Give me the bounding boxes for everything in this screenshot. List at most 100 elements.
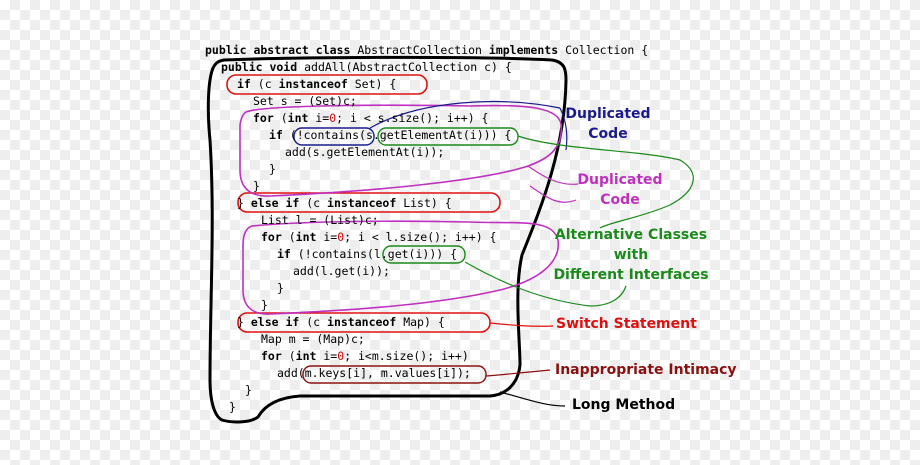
duplicated-code-label-1-line1: Duplicated: [565, 106, 651, 122]
code-text: (c: [257, 77, 279, 91]
code-line: for (int i=0; i < s.size(); i++) {: [253, 111, 488, 125]
code-text: add(m.keys[i], m.values[i]);: [277, 366, 471, 380]
code-text: }: [237, 315, 251, 329]
duplicated-code-label-1: Duplicated Code: [560, 104, 656, 144]
code-line: }: [229, 400, 236, 414]
code-text: i=: [315, 111, 330, 125]
code-keyword: int: [295, 349, 324, 363]
code-number: 0: [337, 349, 345, 363]
long-method-connector: [499, 391, 566, 407]
code-keyword: for: [261, 349, 289, 363]
code-text: Set s = (Set)c;: [253, 94, 357, 108]
code-text: ; i<m.size(); i++): [344, 349, 469, 363]
code-line: if (!contains(s.getElementAt(i))) {: [269, 128, 511, 142]
code-text: ; i < s.size(); i++) {: [336, 111, 489, 125]
code-text: addAll(AbstractCollection c) {: [304, 60, 512, 74]
code-text: Map m = (Map)c;: [261, 332, 365, 346]
code-line: add(s.getElementAt(i));: [285, 145, 444, 159]
alternative-classes-line2: with: [613, 247, 649, 263]
code-text: List) {: [403, 196, 452, 210]
duplicated-code-label-2-line2: Code: [600, 192, 640, 208]
intimacy-oval: [302, 365, 487, 384]
code-line: if (!contains(l.get(i))) {: [277, 247, 457, 261]
code-keyword: else if: [250, 196, 307, 210]
code-keyword: if: [269, 128, 290, 142]
code-line: Map m = (Map)c;: [261, 332, 365, 346]
long-method-label: Long Method: [572, 397, 676, 413]
code-text: AbstractCollection: [357, 43, 489, 57]
code-keyword: else if: [250, 315, 307, 329]
code-line: Set s = (Set)c;: [253, 94, 357, 108]
code-line: }: [269, 162, 276, 176]
code-line: add(m.keys[i], m.values[i]);: [277, 366, 471, 380]
code-text: (!contains(s.getElementAt(i))) {: [289, 128, 512, 142]
code-keyword: instanceof: [327, 196, 404, 210]
code-keyword: public abstract class: [205, 43, 358, 57]
code-line: if (c instanceof Set) {: [237, 77, 396, 91]
code-text: }: [245, 383, 252, 397]
code-line: List l = (List)c;: [261, 213, 379, 227]
code-keyword: int: [295, 230, 324, 244]
long-method-outline: [206, 55, 568, 424]
duplicated-connector-a: [527, 165, 579, 185]
code-keyword: if: [277, 247, 298, 261]
code-line: for (int i=0; i < l.size(); i++) {: [261, 230, 496, 244]
code-text: (: [280, 111, 288, 125]
switch-oval-map: [237, 312, 491, 333]
code-line: }: [253, 179, 260, 193]
code-line: public abstract class AbstractCollection…: [205, 43, 648, 57]
code-text: List l = (List)c;: [261, 213, 379, 227]
alternative-classes-line1: Alternative Classes: [554, 227, 708, 243]
code-text: (!contains(l.get(i))) {: [297, 247, 458, 261]
contains-oval: [293, 127, 375, 146]
code-number: 0: [329, 111, 337, 125]
code-line: }: [277, 281, 284, 295]
duplicated-code-label-2: Duplicated Code: [570, 170, 670, 210]
code-keyword: for: [253, 111, 281, 125]
code-text: }: [229, 400, 236, 414]
code-text: (: [288, 349, 296, 363]
code-line: for (int i=0; i<m.size(); i++): [261, 349, 469, 363]
alternative-classes-label: Alternative Classes with Different Inter…: [548, 225, 714, 285]
code-line: add(l.get(i));: [293, 264, 390, 278]
code-number: 0: [337, 230, 345, 244]
duplicated-connector-b: [529, 185, 577, 203]
switch-connector: [489, 322, 554, 327]
code-keyword: int: [287, 111, 316, 125]
code-keyword: instanceof: [327, 315, 404, 329]
alt-connector-bottom: [464, 261, 627, 307]
code-text: }: [277, 281, 284, 295]
code-line: public void addAll(AbstractCollection c)…: [221, 60, 512, 74]
code-keyword: for: [261, 230, 289, 244]
alternative-classes-line3: Different Interfaces: [553, 267, 709, 283]
alt-oval-list: [382, 245, 466, 264]
inappropriate-intimacy-label: Inappropriate Intimacy: [555, 362, 737, 378]
code-text: }: [269, 162, 276, 176]
duplicated-code-label-1-line2: Code: [588, 126, 628, 142]
switch-oval-set: [226, 74, 428, 95]
duplicated-blue-connector-1: [369, 101, 561, 129]
code-text: }: [261, 298, 268, 312]
code-text: Collection {: [565, 43, 649, 57]
code-text: i=: [323, 349, 338, 363]
duplicated-region-2: [242, 220, 559, 315]
code-line: }: [261, 298, 268, 312]
code-text: Set) {: [354, 77, 397, 91]
switch-statement-label: Switch Statement: [556, 316, 697, 332]
alt-connector-top: [517, 135, 694, 229]
code-line: }: [245, 383, 252, 397]
code-text: (c: [306, 315, 328, 329]
code-line: } else if (c instanceof Map) {: [237, 315, 445, 329]
code-line: } else if (c instanceof List) {: [237, 196, 452, 210]
code-text: (c: [306, 196, 328, 210]
code-keyword: instanceof: [278, 77, 355, 91]
code-text: (: [288, 230, 296, 244]
code-keyword: if: [237, 77, 258, 91]
intimacy-connector: [485, 369, 551, 377]
switch-oval-list: [237, 192, 501, 213]
code-text: i=: [323, 230, 338, 244]
code-keyword: public void: [221, 60, 305, 74]
code-keyword: implements: [488, 43, 566, 57]
code-text: ; i < l.size(); i++) {: [344, 230, 497, 244]
code-text: add(s.getElementAt(i));: [285, 145, 445, 159]
